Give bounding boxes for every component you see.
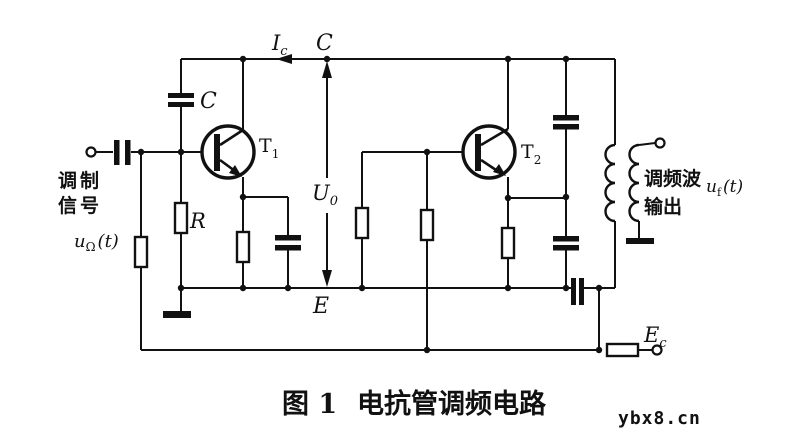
emitter-ground-bar <box>163 311 191 318</box>
t2-base-bar <box>475 134 481 171</box>
capacitor-c-label: C <box>200 89 217 114</box>
output-signal-label: uf(t) <box>706 177 743 199</box>
t2-label: T2 <box>521 141 541 167</box>
output-transformer <box>604 137 666 244</box>
t2-base-upper-resistor <box>419 208 435 242</box>
tank-capacitor-upper <box>553 115 579 130</box>
ic-label: Ic <box>271 31 288 59</box>
ic-current-arrow <box>276 54 292 64</box>
input-label-line1: 调制 <box>58 169 102 192</box>
t1-bypass-capacitor <box>275 235 301 251</box>
ec-label: Ec <box>643 323 667 351</box>
input-signal-label: uΩ(t) <box>74 231 119 254</box>
input-coupling-capacitor <box>114 140 131 165</box>
resistors <box>133 201 640 358</box>
u0-label: U0 <box>312 181 338 209</box>
output-label-line2: 输出 <box>644 195 682 218</box>
figure-title: 电抗管调频电路 <box>357 388 547 420</box>
t2-collector-lead <box>480 127 509 147</box>
t2-base-lower-resistor <box>354 206 370 240</box>
transformer-primary-coil <box>604 143 616 223</box>
t1-collector-lead <box>219 128 244 147</box>
t2-emitter-arrow <box>493 164 506 176</box>
emitter-node-label: E <box>312 294 329 319</box>
u0-voltage-annotation <box>322 61 332 287</box>
transformer-secondary-coil <box>628 143 640 223</box>
transistor-t2 <box>461 124 517 180</box>
ec-feed-resistor <box>605 342 640 358</box>
input-label-line2: 信号 <box>58 194 102 217</box>
t1-label: T1 <box>259 135 279 161</box>
junction-dots <box>137 55 603 354</box>
resistor-r-label: R <box>189 209 206 233</box>
output-terminal <box>654 137 666 149</box>
t1-emitter-arrow <box>229 165 242 177</box>
output-coupling-capacitor <box>571 278 584 305</box>
watermark: ybx8.cn <box>618 408 701 429</box>
capacitor-c <box>168 93 194 107</box>
tank-capacitor-lower <box>553 236 579 251</box>
resistor-r <box>173 201 189 235</box>
figure-number: 图 1 <box>282 389 337 420</box>
u0-arrow-up <box>322 61 332 78</box>
t1-base-bar <box>214 134 220 171</box>
input-terminal <box>85 146 97 158</box>
ec-terminal <box>651 344 663 356</box>
collector-node-label: C <box>316 31 333 56</box>
u0-arrow-down <box>322 270 332 287</box>
wires <box>96 58 656 351</box>
t1-emitter-resistor <box>235 230 251 264</box>
t2-emitter-resistor <box>500 226 516 260</box>
output-label-line1: 调频波 <box>644 167 702 190</box>
input-shunt-resistor <box>133 235 149 269</box>
secondary-ground-bar <box>626 238 654 244</box>
transistor-t1 <box>200 124 256 180</box>
